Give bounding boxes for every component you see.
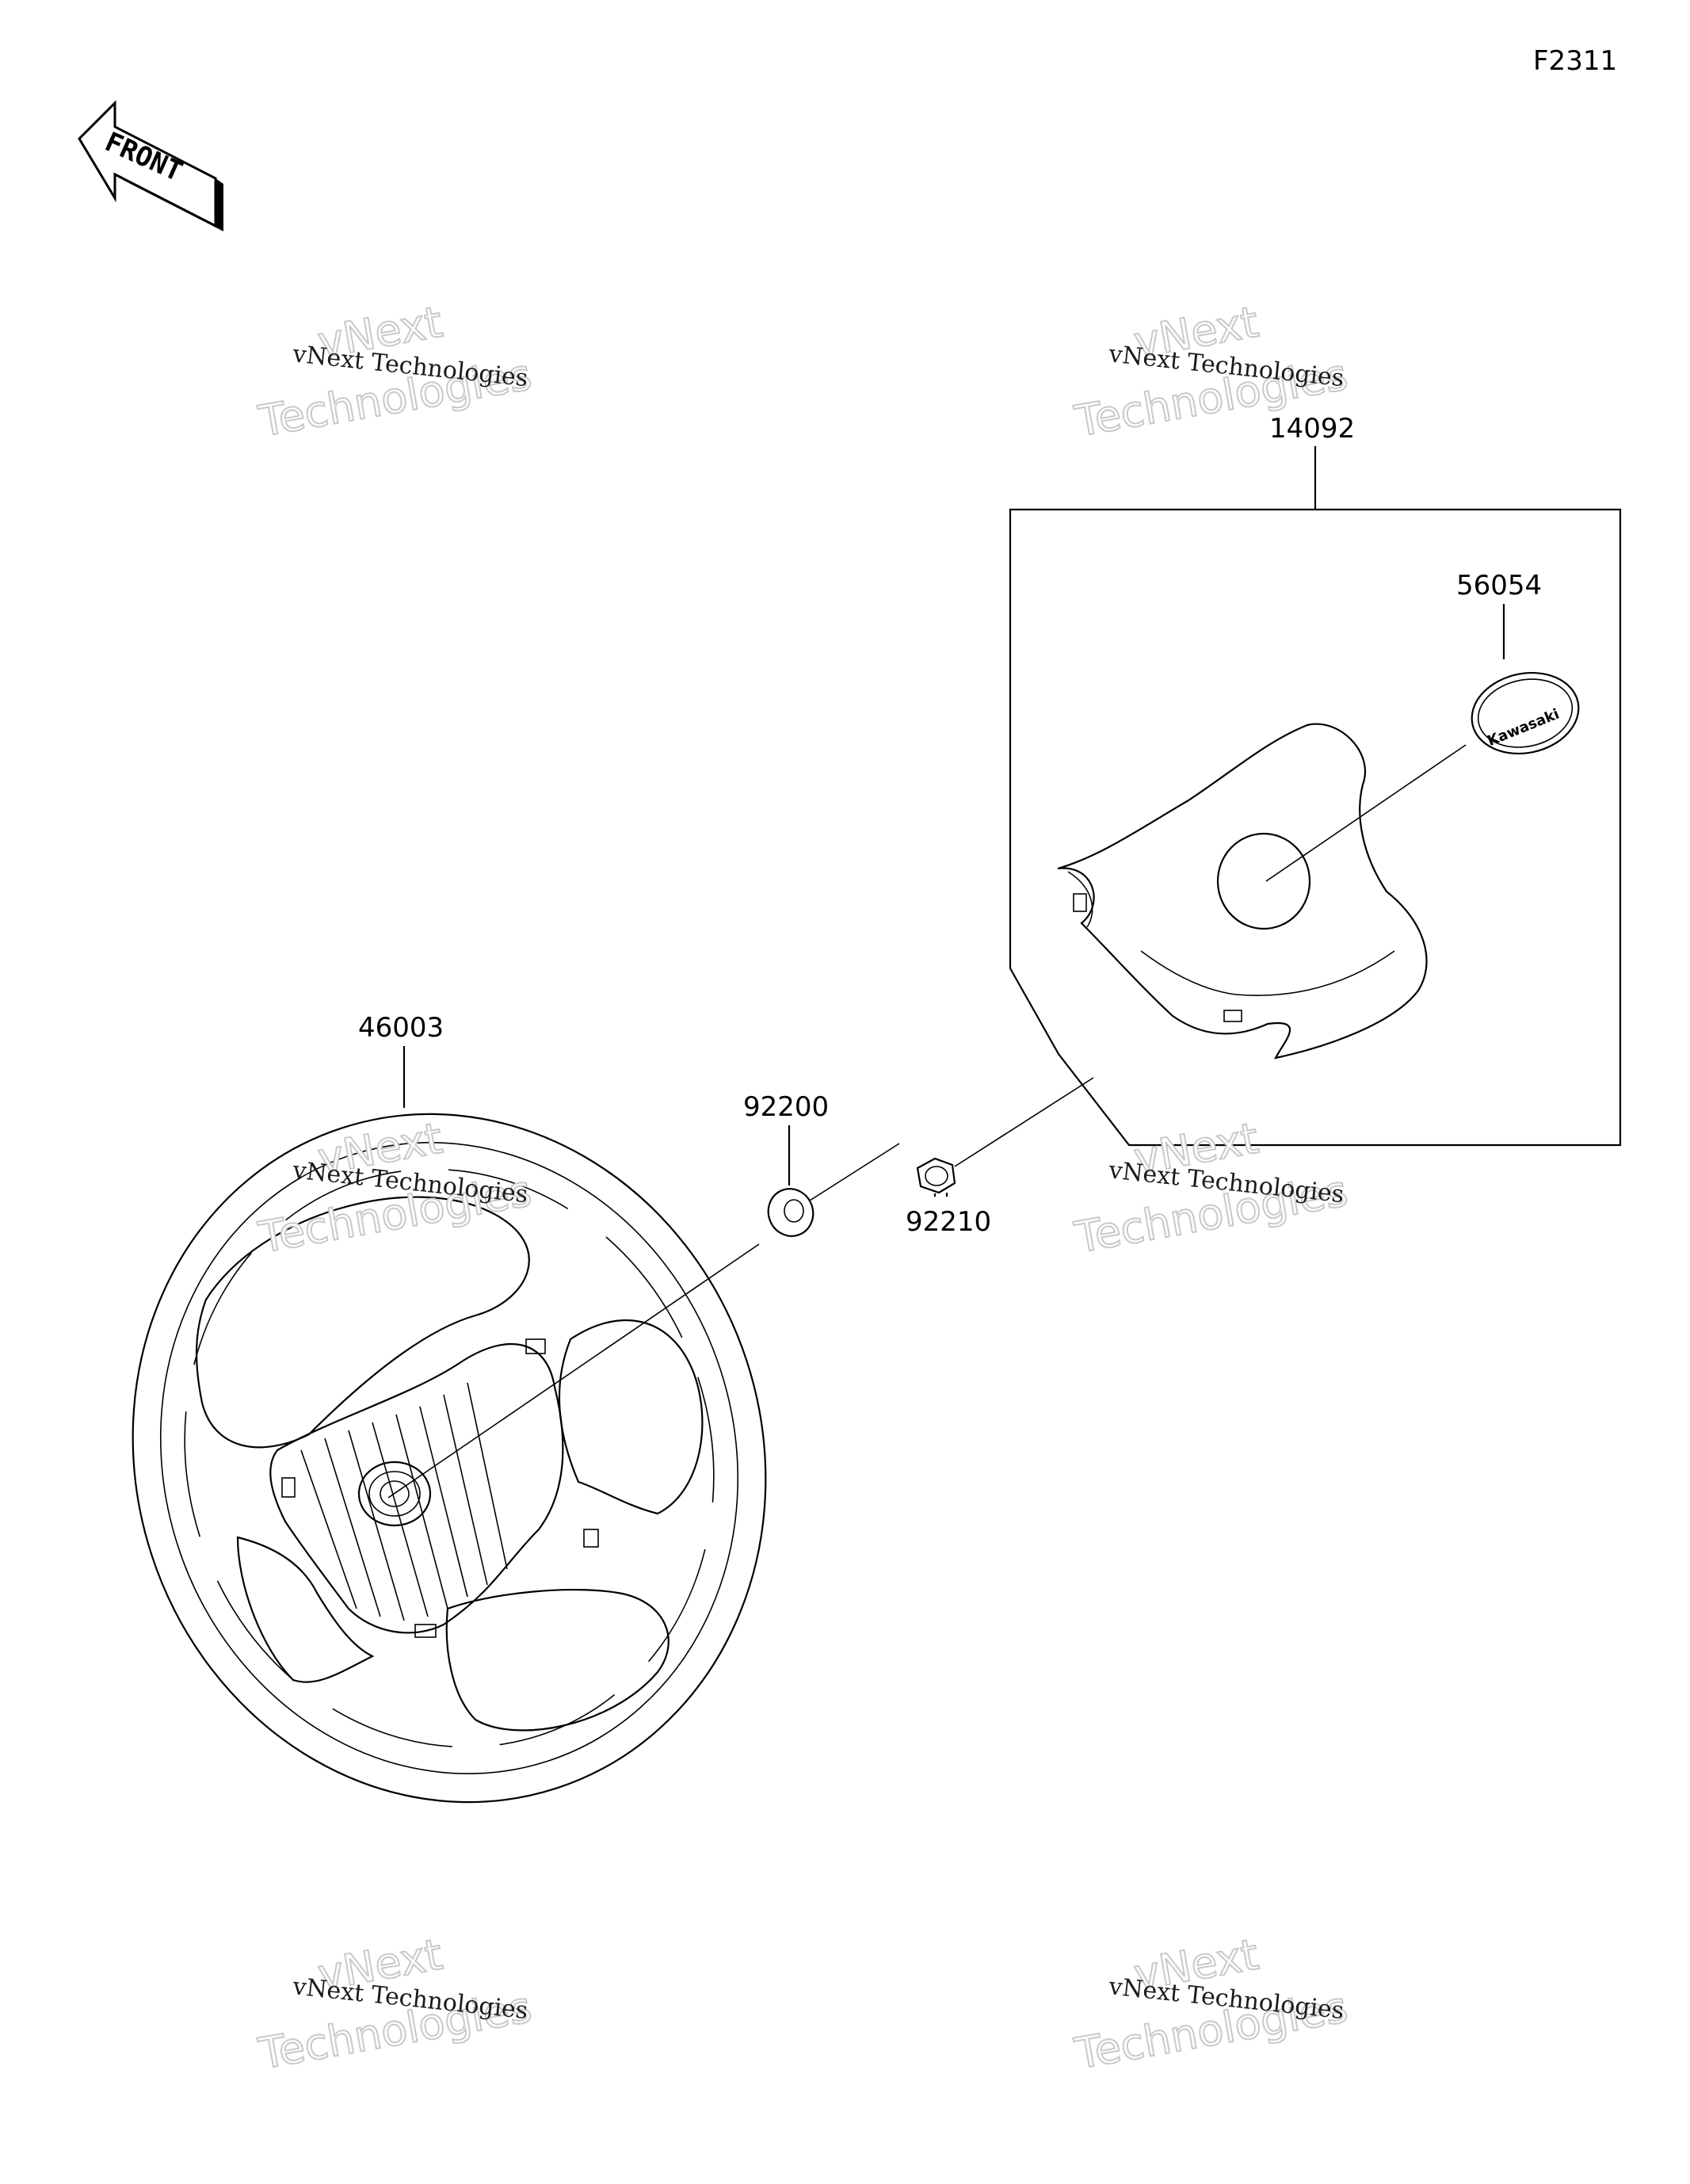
part-label-92200[interactable]: 92200 [743, 1091, 829, 1123]
washer-92200: 92200 [387, 1091, 900, 1499]
watermark-4: vNext Technologies vNext Technologies [1070, 1113, 1352, 1264]
part-label-56054[interactable]: 56054 [1456, 570, 1542, 601]
part-label-92210[interactable]: 92210 [906, 1206, 991, 1238]
emblem-56054: 56054 Kawasaki [1265, 570, 1580, 882]
watermark-1: vNext Technologies vNext Technologies [254, 296, 536, 448]
steering-wheel-46003: 46003 [132, 1012, 767, 1804]
kit-box-14092: 14092 [1009, 413, 1622, 1147]
watermark-6: vNext Technologies vNext Technologies [1070, 1929, 1352, 2080]
part-label-14092[interactable]: 14092 [1269, 413, 1355, 445]
nut-92210: 92210 [906, 1077, 1094, 1238]
horn-pad-cover [1057, 723, 1428, 1060]
emblem-logo-text: Kawasaki [1485, 706, 1562, 750]
watermark-5: vNext Technologies vNext Technologies [254, 1929, 536, 2080]
watermark-3: vNext Technologies vNext Technologies [254, 1113, 536, 1264]
part-label-46003[interactable]: 46003 [358, 1012, 444, 1044]
diagram-code: F2311 [1533, 45, 1617, 77]
front-arrow-icon: FRONT [78, 100, 223, 231]
